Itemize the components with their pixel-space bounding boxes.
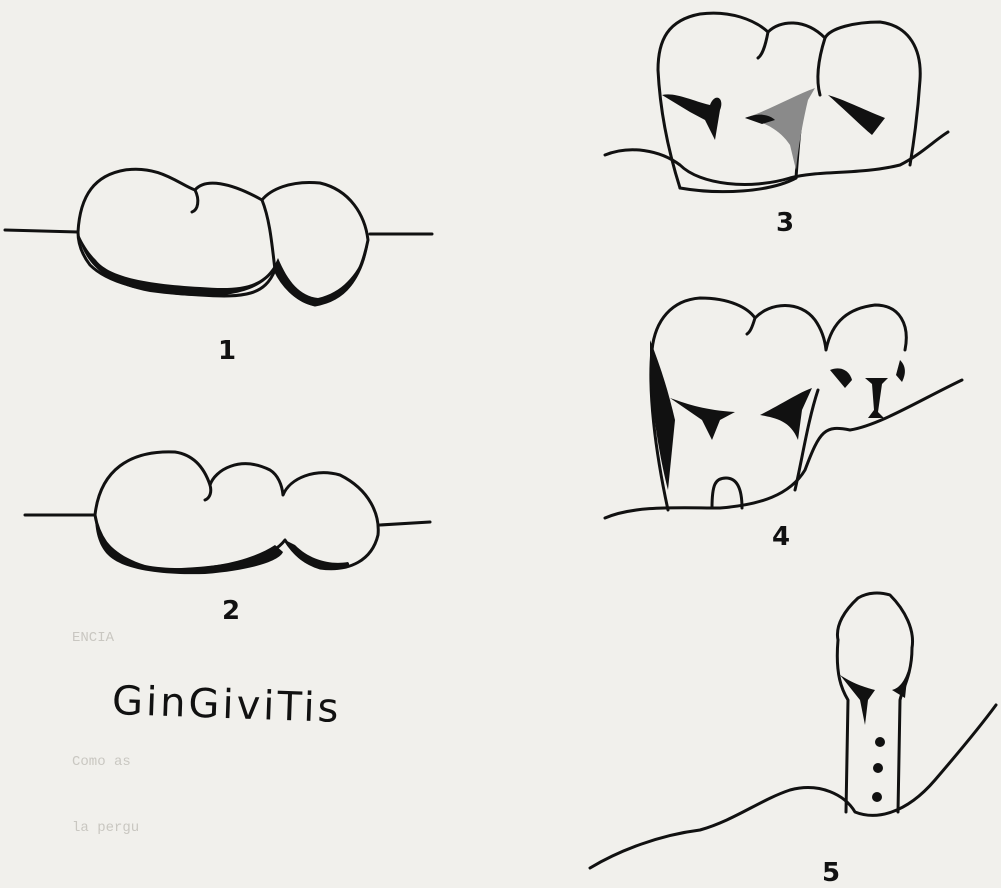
gingivitis-caption: GinGiviTis bbox=[111, 678, 342, 732]
figure-4-teeth bbox=[605, 298, 962, 518]
show-through-text-1: ENCIA bbox=[72, 630, 114, 646]
figure-2-teeth bbox=[25, 452, 430, 574]
figure-3-teeth bbox=[605, 13, 948, 192]
show-through-text-3: la pergu bbox=[72, 820, 139, 836]
figure-1-number: 1 bbox=[218, 336, 236, 366]
figure-5-tooth bbox=[590, 593, 996, 868]
figure-3-number: 3 bbox=[776, 208, 794, 238]
show-through-text-2: Como as bbox=[72, 754, 131, 770]
figure-2-number: 2 bbox=[222, 596, 240, 626]
figure-4-number: 4 bbox=[772, 522, 790, 552]
figure-1-teeth bbox=[5, 169, 432, 306]
